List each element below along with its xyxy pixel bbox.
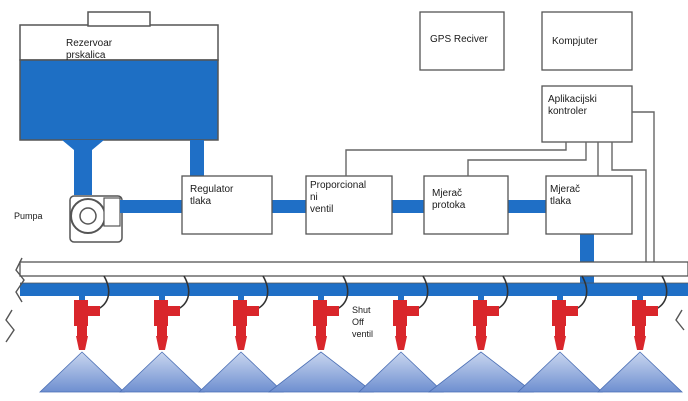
main-pipe <box>120 200 546 213</box>
boom-break-marks <box>5 257 685 343</box>
spray-cone <box>597 351 683 393</box>
app-controller-label: Aplikacijski kontroler <box>548 94 597 117</box>
nozzle-tip <box>634 336 646 350</box>
shutoff-valve-body <box>74 300 88 326</box>
pressure-regulator-label: Regulator tlaka <box>190 184 234 207</box>
shutoff-valve-actuator <box>247 306 259 316</box>
nozzle-body <box>555 326 565 336</box>
nozzle-tip <box>395 336 407 350</box>
nozzle-body <box>635 326 645 336</box>
shutoff-valve-actuator <box>566 306 578 316</box>
pressure-regulator-box <box>181 175 273 235</box>
flow-meter-box <box>423 175 509 235</box>
reservoir-outlet-pipe <box>62 140 104 195</box>
boom <box>19 261 688 296</box>
nozzle-tip <box>554 336 566 350</box>
spray-cone <box>517 351 603 393</box>
shutoff-valve-actuator <box>407 306 419 316</box>
shutoff-valve-actuator <box>487 306 499 316</box>
computer-box <box>541 11 633 71</box>
nozzle-body <box>236 326 246 336</box>
spray-cone <box>198 351 284 393</box>
nozzle-tip <box>475 336 487 350</box>
nozzle-body <box>316 326 326 336</box>
pressure-meter-box <box>545 175 633 235</box>
nozzle-body <box>396 326 406 336</box>
shutoff-valve-body <box>632 300 646 326</box>
return-pipe <box>190 140 204 180</box>
spray-cone <box>267 351 375 393</box>
pump <box>69 195 123 243</box>
nozzle-body <box>476 326 486 336</box>
nozzle-tip <box>76 336 88 350</box>
spray-cone <box>427 351 535 393</box>
pressure-meter-label: Mjerač tlaka <box>550 184 581 207</box>
computer-label: Kompjuter <box>552 36 598 47</box>
signal-wires <box>345 111 655 262</box>
reservoir-label-text: Rezervoar prskalica <box>66 38 113 61</box>
spray-cone <box>39 351 125 393</box>
spray-cone <box>119 351 205 393</box>
shutoff-valve-actuator <box>327 306 339 316</box>
nozzle-tip <box>315 336 327 350</box>
pump-label: Pumpa <box>14 211 43 221</box>
shutoff-valve-body <box>473 300 487 326</box>
gps-label: GPS Reciver <box>430 34 488 45</box>
shutoff-valve-body <box>313 300 327 326</box>
shutoff-valve-actuator <box>168 306 180 316</box>
nozzle-body <box>77 326 87 336</box>
shutoff-valve-actuator <box>88 306 100 316</box>
gps-box <box>419 11 505 71</box>
reservoir <box>19 11 219 141</box>
nozzle-group <box>39 275 683 393</box>
nozzle-body <box>157 326 167 336</box>
app-controller-box <box>541 85 633 143</box>
proportional-valve-label: Proporcional ni ventil <box>310 180 367 215</box>
shutoff-valve-body <box>552 300 566 326</box>
spray-cone <box>358 351 444 393</box>
shutoff-valve-body <box>393 300 407 326</box>
nozzle-tip <box>156 336 168 350</box>
shutoff-valve-actuator <box>646 306 658 316</box>
nozzle-tip <box>235 336 247 350</box>
shutoff-valve-body <box>154 300 168 326</box>
shutoff-valve-label: Shut Off ventil <box>352 305 374 339</box>
shutoff-valve-body <box>233 300 247 326</box>
flow-meter-label: Mjerač protoka <box>432 188 466 211</box>
proportional-valve-box <box>305 175 393 235</box>
